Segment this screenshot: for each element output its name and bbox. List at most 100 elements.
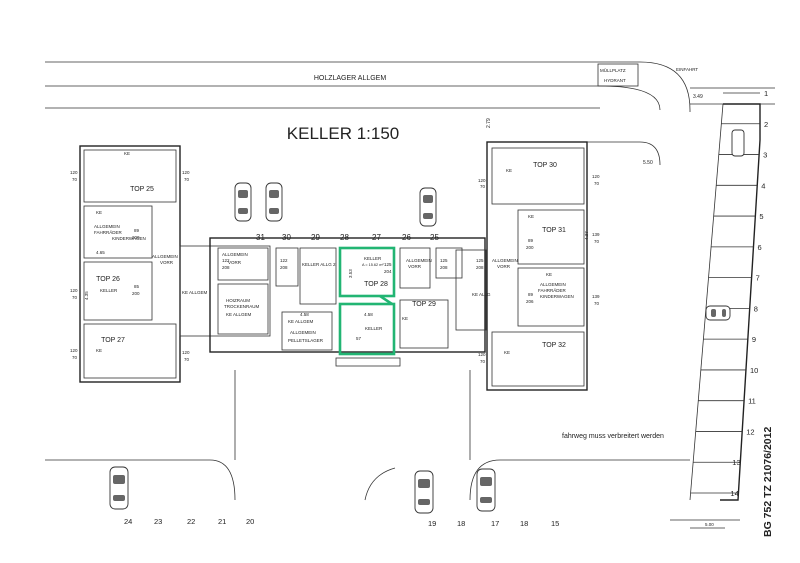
room-vorr-e: VORR xyxy=(408,264,422,269)
muellplatz-label: MÜLLPLATZ xyxy=(600,67,626,73)
room-pelletslager: PELLETSLAGER xyxy=(288,338,324,343)
top-30-label: TOP 30 xyxy=(533,162,557,169)
door-dim: 70 xyxy=(594,239,600,244)
parking-number: 11 xyxy=(748,397,756,406)
door-dim: 125 xyxy=(384,262,392,267)
room-ke-29: KE xyxy=(402,316,408,321)
parking-number: 1 xyxy=(764,89,768,98)
room-ke-allgem-a: KE ALLGEM xyxy=(182,290,208,295)
right-building xyxy=(455,141,661,391)
door-dim: 57 xyxy=(356,336,362,341)
door-dim: 89 xyxy=(528,292,534,297)
parking-number: 13 xyxy=(732,458,740,467)
room-ke-32: KE xyxy=(504,350,510,355)
room-allgemein-g: ALLGEMEIN xyxy=(540,282,566,287)
top-27-label: TOP 27 xyxy=(101,337,125,344)
dim-435: 4.35 xyxy=(84,291,89,300)
parking-number: 6 xyxy=(757,243,761,252)
door-dim: 122 xyxy=(222,258,230,263)
parking-numbers-top: 31 30 29 28 27 26 25 xyxy=(256,233,439,242)
room-keller-hl1: KELLER xyxy=(364,256,382,261)
door-dim: 206 xyxy=(526,299,534,304)
door-dim: 200 xyxy=(526,245,534,250)
room-ke-allg: KE ALLG xyxy=(472,292,491,297)
door-dim: 70 xyxy=(184,357,190,362)
top-31-label: TOP 31 xyxy=(542,227,566,234)
parking-number: 18 xyxy=(457,519,465,528)
door-dim: 208 xyxy=(222,265,230,270)
room-vorr-f: VORR xyxy=(497,264,511,269)
room-keller-a: KELLER xyxy=(100,288,118,293)
dim-550: 5.50 xyxy=(643,160,653,166)
door-dim: 70 xyxy=(72,355,78,360)
dim-458-b: 4.58 xyxy=(364,312,373,317)
top-32-label: TOP 32 xyxy=(542,342,566,349)
parking-numbers-bottom-left: 24 23 22 21 20 xyxy=(124,517,254,526)
door-dim: 208 xyxy=(476,265,484,270)
car-7 xyxy=(705,305,731,321)
parking-number: 19 xyxy=(428,519,436,528)
parking-number: 20 xyxy=(246,517,254,526)
door-dim: 89 xyxy=(134,228,140,233)
parking-number: 3 xyxy=(763,151,767,160)
room-vorr-c: VORR xyxy=(228,260,242,265)
door-dim: 85 xyxy=(134,284,140,289)
right-parking-strip xyxy=(670,103,761,529)
room-ke-31b: KE xyxy=(546,272,552,277)
door-dim: 70 xyxy=(480,359,486,364)
dim-437: 4.37 xyxy=(584,231,589,240)
room-area-hl1: A = 15.62 m² xyxy=(362,263,384,267)
room-ke-30: KE xyxy=(506,168,512,173)
parking-number: 15 xyxy=(551,519,559,528)
door-dim: 200 xyxy=(132,291,140,296)
door-dim: 120 xyxy=(70,348,78,353)
door-dim: 204 xyxy=(384,269,392,274)
door-dim: 120 xyxy=(592,174,600,179)
document-reference: BG 752 TZ 21076/2012 xyxy=(762,427,774,537)
dim-353: 3.53 xyxy=(348,269,353,278)
plan-title: KELLER 1:150 xyxy=(287,124,399,143)
room-hoizraum: HOIZRAUM xyxy=(226,298,250,303)
einfahrt-label: EINFAHRT xyxy=(676,67,698,72)
room-ke-27: KE xyxy=(96,348,102,353)
door-dim: 125 xyxy=(440,258,448,263)
car-2 xyxy=(265,182,283,222)
door-dim: 120 xyxy=(478,178,486,183)
parking-number: 22 xyxy=(187,517,195,526)
car-4 xyxy=(109,466,129,510)
dim-458: 4.58 xyxy=(300,312,309,317)
car-1 xyxy=(234,182,252,222)
door-dim: 122 xyxy=(280,258,288,263)
highlighted-keller-upper xyxy=(338,246,396,298)
parking-number: 31 xyxy=(256,233,265,242)
top-25-label: TOP 25 xyxy=(130,186,154,193)
room-fahrraeder-a: FAHRRÄDER xyxy=(94,229,123,235)
bottom-area xyxy=(45,370,690,501)
door-dim: 70 xyxy=(594,181,600,186)
door-dim: 208 xyxy=(280,265,288,270)
parking-number: 5 xyxy=(759,212,763,221)
top-29-label: TOP 29 xyxy=(412,301,436,308)
room-allgemein-f: ALLGEMEIN xyxy=(492,258,518,263)
top-road xyxy=(45,61,775,112)
room-vorr-b: VORR xyxy=(160,260,174,265)
car-6 xyxy=(476,468,496,512)
door-dim: 120 xyxy=(70,288,78,293)
parking-number: 2 xyxy=(764,120,768,129)
door-dim: 89 xyxy=(528,238,534,243)
door-dim: 70 xyxy=(480,184,486,189)
room-allgemein-c: ALLGEMEIN xyxy=(222,252,248,257)
road-note: fahrweg muss verbreitert werden xyxy=(562,433,664,440)
door-dim: 70 xyxy=(72,295,78,300)
parking-number: 17 xyxy=(491,519,499,528)
hydrant-label: HYDRANT xyxy=(604,78,626,83)
room-ke-a: KE xyxy=(96,210,102,215)
door-dimensions: 120 70 120 70 120 70 85 200 89 200 120 7… xyxy=(70,170,600,364)
room-kinderwagen-a: KINDERWAGEN xyxy=(112,236,146,241)
door-dim: 139 xyxy=(592,232,600,237)
parking-number: 8 xyxy=(754,304,758,313)
door-dim: 120 xyxy=(182,350,190,355)
parking-numbers-bottom-right: 19 18 17 18 15 xyxy=(428,519,559,528)
